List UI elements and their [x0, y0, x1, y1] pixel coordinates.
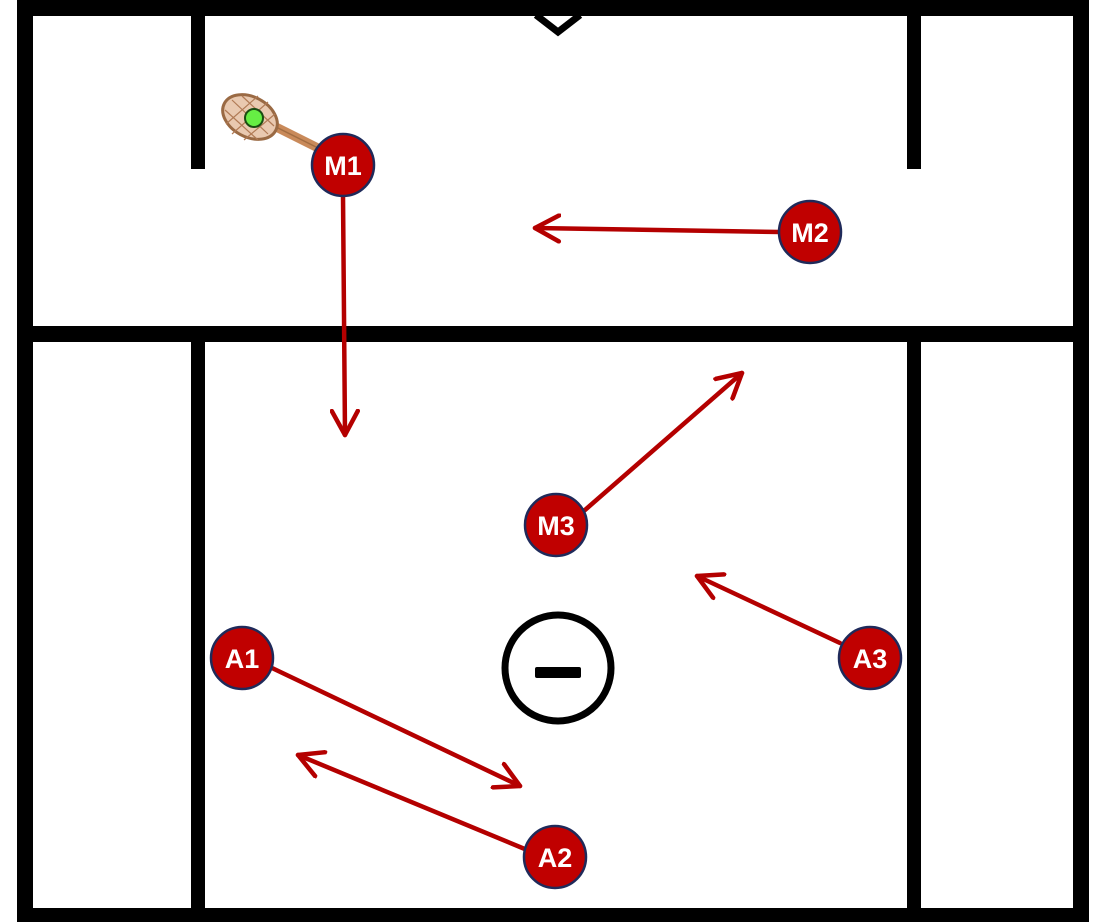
lacrosse-stick-icon: [215, 86, 322, 150]
arrow-a2-path: [298, 755, 532, 852]
player-a2-label: A2: [538, 843, 573, 873]
player-m2: M2: [779, 201, 841, 263]
ball-icon: [245, 109, 263, 127]
player-m3: M3: [525, 494, 587, 556]
arrow-a1-path: [272, 668, 520, 786]
center-x-mark: [536, 15, 580, 32]
arrow-a3-path: [697, 576, 840, 643]
player-a1: A1: [211, 627, 273, 689]
arrow-m1-path: [343, 195, 345, 435]
player-m1-label: M1: [324, 151, 362, 181]
player-m2-label: M2: [791, 218, 829, 248]
player-a2: A2: [524, 826, 586, 888]
goal-crease-icon: [505, 615, 611, 721]
field-boundary: [25, 8, 1081, 916]
player-m1: M1: [312, 134, 374, 196]
arrow-m3-path: [585, 373, 742, 510]
player-m3-label: M3: [537, 511, 575, 541]
arrow-m2-path: [535, 228, 780, 232]
player-a1-label: A1: [225, 644, 260, 674]
player-a3: A3: [839, 627, 901, 689]
field-lines: [25, 8, 1081, 916]
player-a3-label: A3: [853, 644, 888, 674]
